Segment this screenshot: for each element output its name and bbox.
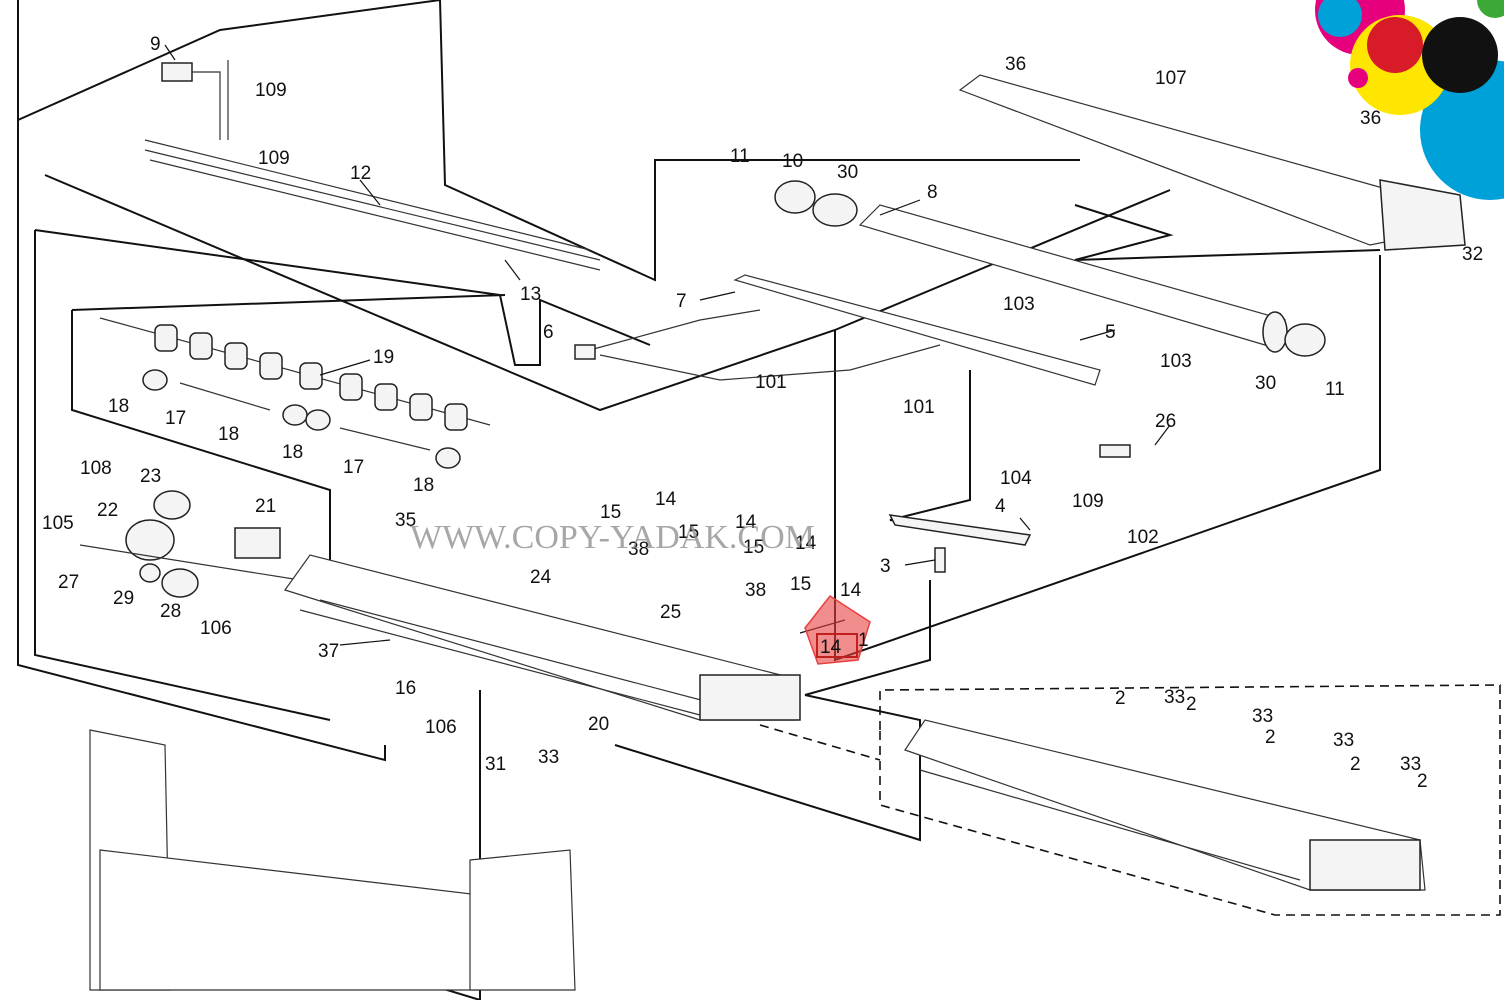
callout-33: 2 [1186, 694, 1197, 715]
callout-13: 13 [520, 284, 541, 305]
highlight-part-15[interactable] [804, 594, 871, 665]
callout-106: 106 [200, 618, 232, 639]
callout-32: 32 [1462, 244, 1483, 265]
part-paper-exit-roller-19 [99, 317, 491, 469]
callout-6: 6 [543, 322, 554, 343]
callout-4: 4 [995, 496, 1006, 517]
callout-2: 33 [1400, 754, 1421, 775]
callout-103: 103 [1160, 351, 1192, 372]
callout-14: 14 [655, 489, 677, 510]
callout-37: 16 [395, 678, 416, 699]
logo-circle-cyan-small [1318, 0, 1362, 37]
callout-12: 12 [350, 163, 371, 184]
callout-labels: 9 109 109 12 13 11 10 30 8 36 107 36 32 … [42, 34, 1483, 792]
callout-14: 14 [840, 580, 862, 601]
callout-2: 33 [1333, 730, 1354, 751]
callout-23: 23 [140, 466, 161, 487]
part-gears-21-23 [79, 490, 301, 598]
callout-14: 14 [735, 512, 757, 533]
callout-15: 15 [743, 537, 764, 558]
callout-3: 3 [880, 556, 891, 577]
callout-17: 17 [165, 408, 186, 429]
callout-36: 36 [1005, 54, 1026, 75]
callout-108: 108 [80, 458, 112, 479]
callout-15: 15 [600, 502, 621, 523]
callout-5: 5 [1105, 322, 1116, 343]
part-lower-chassis [89, 729, 576, 991]
callout-33: 2 [1350, 754, 1361, 775]
part-bracket-4 [888, 444, 1131, 573]
callout-9: 9 [150, 34, 161, 55]
callout-109: 109 [258, 148, 290, 169]
part-roller-8 [774, 180, 1326, 357]
logo-circle-magenta-small [1348, 68, 1368, 88]
callout-35: 35 [395, 510, 416, 531]
callout-101: 101 [755, 372, 787, 393]
callout-36: 36 [1360, 108, 1381, 129]
callout-2: 33 [1164, 687, 1185, 708]
callout-21: 21 [255, 496, 276, 517]
callout-14: 14 [795, 533, 817, 554]
highlight-box [816, 633, 858, 658]
callout-109: 109 [1072, 491, 1104, 512]
callout-16: 106 [425, 717, 457, 738]
callout-1: 37 [318, 641, 339, 662]
callout-30: 30 [1255, 373, 1276, 394]
watermark-text: WWW.COPY-YADAK.COM [410, 519, 815, 556]
logo-circle-cyan [1420, 60, 1504, 200]
callout-15: 15 [678, 522, 699, 543]
callout-33: 2 [1115, 688, 1126, 709]
part-bracket-7 [574, 274, 1101, 386]
callout-11: 11 [1325, 379, 1345, 400]
callout-27: 27 [58, 572, 79, 593]
detail-inset-frame [759, 684, 1501, 916]
callout-104: 104 [1000, 468, 1032, 489]
logo-circle-green [1477, 0, 1504, 18]
part-rods-12-13 [144, 139, 601, 271]
part-rear-assembly-36 [958, 74, 1466, 251]
callout-102: 102 [1127, 527, 1159, 548]
callout-7: 7 [676, 291, 687, 312]
part-main-frame-1 [284, 554, 801, 721]
part-inset-frame-detail [904, 719, 1426, 891]
brand-logo [1315, 0, 1504, 200]
callout-15: 15 [790, 574, 811, 595]
callout-109: 109 [255, 80, 287, 101]
callout-15-highlighted[interactable]: 14 [820, 637, 842, 658]
callout-30: 30 [837, 162, 858, 183]
callout-22: 22 [97, 500, 118, 521]
callout-33: 2 [1417, 771, 1428, 792]
callout-20: 31 [485, 754, 506, 775]
callout-31: 33 [538, 747, 559, 768]
callout-24: 24 [530, 567, 552, 588]
callout-107: 107 [1155, 68, 1187, 89]
callout-33: 2 [1265, 727, 1276, 748]
callout-14: 1 [858, 630, 869, 651]
callout-18: 18 [282, 442, 303, 463]
callout-29: 29 [113, 588, 134, 609]
logo-circle-black [1422, 17, 1498, 93]
highlight-shape [804, 594, 871, 665]
callout-38: 38 [628, 539, 649, 560]
callout-103: 103 [1003, 294, 1035, 315]
callout-8: 8 [927, 182, 938, 203]
callout-101: 101 [903, 397, 935, 418]
callout-105: 105 [42, 513, 74, 534]
callout-25: 25 [660, 602, 681, 623]
callout-18: 18 [413, 475, 434, 496]
callout-19: 19 [373, 347, 394, 368]
callout-18: 18 [218, 424, 239, 445]
callout-28: 28 [160, 601, 181, 622]
callout-11: 11 [730, 146, 750, 167]
callout-2: 33 [1252, 706, 1273, 727]
callout-26: 26 [1155, 411, 1176, 432]
callout-17: 17 [343, 457, 364, 478]
logo-circle-red [1367, 17, 1423, 73]
callout-106: 20 [588, 714, 609, 735]
callout-10: 10 [782, 151, 803, 172]
callout-18: 18 [108, 396, 129, 417]
callout-38: 38 [745, 580, 766, 601]
part-connector-9 [161, 60, 229, 140]
